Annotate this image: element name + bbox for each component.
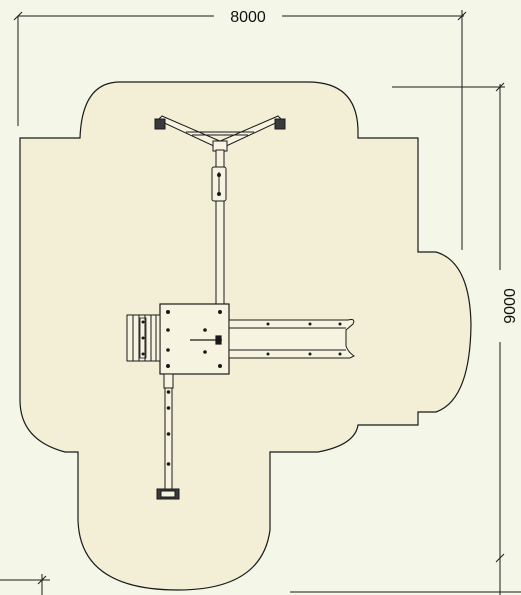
corner-dimension-mark bbox=[0, 574, 50, 595]
tower-platform bbox=[159, 303, 230, 375]
slide bbox=[228, 319, 355, 359]
height-dimension bbox=[290, 82, 521, 595]
access-steps bbox=[126, 314, 161, 362]
height-dimension-label: 9000 bbox=[502, 288, 519, 324]
width-dimension-label: 8000 bbox=[230, 9, 266, 26]
swing-beam bbox=[211, 149, 227, 309]
width-dimension bbox=[13, 10, 467, 250]
swing-frame bbox=[154, 115, 286, 152]
climbing-bar bbox=[156, 373, 180, 500]
